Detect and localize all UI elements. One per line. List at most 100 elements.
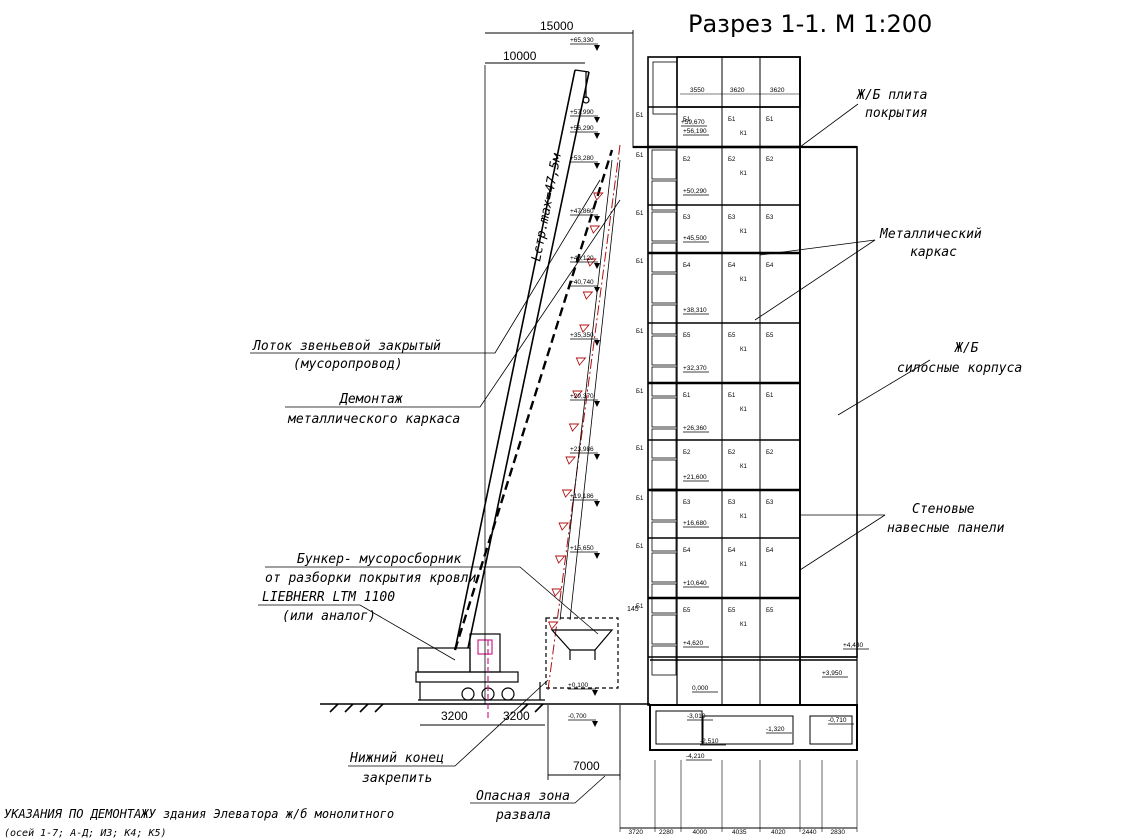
chute-triangle (579, 324, 590, 333)
panel-mark: Б2 (766, 450, 774, 456)
panel-mark: Б5 (728, 333, 736, 339)
panel-mark-left: Б1 (636, 211, 644, 217)
wall-panels-label-2: навесные панели (887, 521, 1005, 536)
panel-mark-k1: К1 (740, 464, 747, 470)
silo-label-1: Ж/Б (954, 341, 979, 356)
panel-mark: Б4 (683, 548, 691, 554)
building-level-label: +10,640 (683, 580, 707, 587)
panel-mark-k1: К1 (740, 277, 747, 283)
crane-level-arrow (594, 117, 600, 123)
metal-frame-label-2: каркас (910, 245, 957, 260)
crane-level-label: +29,370 (570, 393, 594, 400)
chute-label-1: Лоток звеньевой закрытый (252, 339, 441, 354)
panel-mark-left: Б1 (636, 389, 644, 395)
roof-slab-label-2: покрытия (865, 106, 928, 121)
panel-mark-k1: К1 (740, 514, 747, 520)
chute-triangle (593, 192, 604, 201)
bay-dim-label: 2440 (802, 829, 817, 836)
chute-triangle (565, 456, 577, 465)
bay-dim-label: 2830 (831, 829, 846, 836)
building-level-label: 0,000 (692, 685, 709, 692)
crane-level-arrow (594, 553, 600, 559)
facade-panel (651, 180, 677, 211)
facade-panel (651, 521, 677, 552)
crane-level-arrow (594, 263, 600, 269)
level-marks: +65,330+57,990+56,290+53,280+47,860+43,1… (568, 37, 600, 727)
panel-mark: Б3 (766, 500, 774, 506)
building-level-label: -1,320 (766, 726, 785, 733)
panel-mark: Б4 (766, 263, 774, 269)
dim-crane-reach: 15000 (540, 19, 574, 33)
panel-mark-k1: К1 (740, 131, 747, 137)
panel-mark-k1: К1 (740, 171, 747, 177)
bunker-label-2: от разборки покрытия кровли (265, 571, 476, 586)
panel-mark: Б2 (683, 157, 691, 163)
panel-mark-k1: К1 (740, 229, 747, 235)
building-level-marks: +59,670+56,190+50,290+45,500+38,310+32,3… (681, 119, 869, 761)
crane-level-label: +40,740 (570, 279, 594, 286)
annotations: Ж/Б плита покрытия Металлический каркас … (252, 88, 1022, 823)
chute-triangle (572, 390, 583, 399)
panel-mark-left: Б1 (636, 604, 644, 610)
crane-level-label: +43,120 (570, 255, 594, 262)
floor-slabs (648, 106, 800, 658)
building-level-label: +50,290 (683, 188, 707, 195)
dimension-lines (420, 30, 857, 829)
building-level-label: +3,950 (822, 670, 842, 677)
building-level-label: -4,210 (686, 753, 705, 760)
crane-level-arrow (594, 287, 600, 293)
dismantle-label-1: Демонтаж (339, 392, 404, 407)
chute-triangle (551, 588, 563, 597)
facade-panel (651, 335, 677, 366)
bay-dim-label: 3720 (629, 829, 644, 836)
panel-mark-left: Б1 (636, 113, 644, 119)
facade-panel (651, 428, 677, 459)
bay-dim-label: 4000 (693, 829, 708, 836)
panel-mark-k1: К1 (740, 622, 747, 628)
facade-panel (651, 397, 677, 428)
panel-mark: Б3 (728, 215, 736, 221)
panel-mark-left: Б1 (636, 329, 644, 335)
crane-level-label: +15,650 (570, 545, 594, 552)
panel-mark-left: Б1 (636, 259, 644, 265)
crane-level-label: +53,280 (570, 155, 594, 162)
building-level-label: +56,190 (683, 128, 707, 135)
danger-zone-label-1: Опасная зона (476, 789, 570, 804)
panel-mark: Б3 (683, 500, 691, 506)
crane-level-label: +47,860 (570, 208, 594, 215)
panel-mark: Б5 (728, 608, 736, 614)
bunker-collector (545, 617, 619, 689)
notes-line-2: (осей 1-7; А-Д; ИЗ; К4; К5) (4, 827, 167, 839)
lower-end-label-1: Нижний конец (349, 751, 444, 766)
crane-label-2: (или аналог) (282, 609, 376, 624)
facade-panel (651, 583, 677, 614)
crane-level-label: +0,100 (568, 682, 588, 689)
dim-danger-width: 7000 (573, 759, 600, 773)
building-level-label: +16,680 (683, 520, 707, 527)
building-level-label: +45,500 (683, 235, 707, 242)
ground-line (320, 703, 650, 713)
building-level-label: +32,370 (683, 365, 707, 372)
building-level-label: +59,670 (681, 119, 705, 126)
panel-mark: Б2 (728, 450, 736, 456)
panel-mark: Б1 (683, 393, 691, 399)
panel-mark: Б1 (766, 393, 774, 399)
wall-panels-label-1: Стеновые (912, 502, 975, 517)
chute-triangle (586, 258, 597, 267)
metal-frame-label-1: Металлический (879, 227, 982, 242)
panel-mark: Б1 (766, 117, 774, 123)
chute-triangle (558, 522, 570, 531)
top-bay-label: 3620 (730, 87, 745, 94)
panel-mark: Б3 (683, 215, 691, 221)
crane-level-arrow (594, 163, 600, 169)
bay-dim-label: 4020 (771, 829, 786, 836)
panel-mark: Б1 (728, 117, 736, 123)
lower-end-label-2: закрепить (362, 771, 432, 786)
building-level-label: +4,430 (843, 642, 863, 649)
building-level-label: -0,710 (828, 717, 847, 724)
chute-triangle (554, 555, 566, 564)
panel-mark: Б4 (728, 263, 736, 269)
